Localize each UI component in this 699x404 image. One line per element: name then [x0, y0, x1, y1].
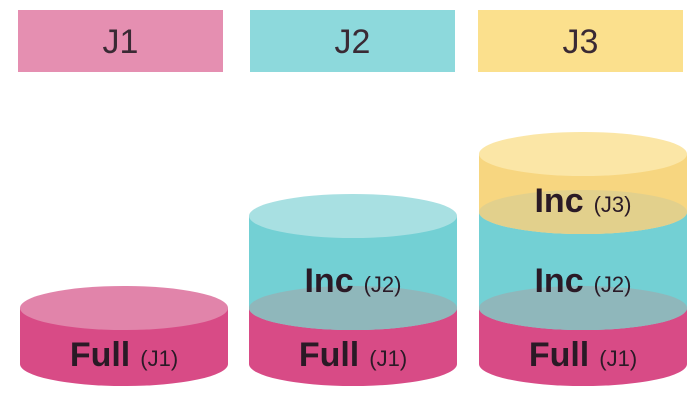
layer-main-text: Full: [529, 336, 589, 374]
header-j1: J1: [18, 10, 223, 72]
layer-sub-text: (J1): [140, 346, 178, 371]
layer-sub-text: (J1): [369, 346, 407, 371]
stack-j2: Inc (J2) Full (J1): [249, 194, 457, 386]
cylinder-side: [249, 308, 457, 386]
header-j1-box: [18, 10, 223, 72]
header-j3-label: J3: [563, 23, 599, 61]
overlap-band: [249, 286, 457, 330]
header-j3-box: [478, 10, 683, 72]
header-j2-label: J2: [335, 23, 371, 61]
cylinder-top: [20, 286, 228, 330]
layer-main-text: Inc: [304, 262, 353, 300]
layer-label: Full (J1): [70, 336, 178, 374]
layer-sub-text: (J2): [364, 272, 402, 297]
overlap-band: [479, 286, 687, 330]
header-j2-box: [250, 10, 455, 72]
cylinder-top: [249, 194, 457, 238]
header-j1-label: J1: [103, 23, 139, 61]
header-j3: J3: [478, 10, 683, 72]
layer-label: Full (J1): [529, 336, 637, 374]
cylinder-side: [20, 308, 228, 386]
layer-label: Inc (J2): [304, 262, 401, 300]
cylinder-side: [479, 308, 687, 386]
overlap-band: [479, 190, 687, 234]
header-j2: J2: [250, 10, 455, 72]
layer-main-text: Full: [299, 336, 359, 374]
layer-main-text: Inc: [534, 262, 583, 300]
layer-sub-text: (J2): [594, 272, 632, 297]
stack-j1: Full (J1): [20, 286, 228, 386]
layer-label: Inc (J3): [534, 182, 631, 220]
stack-j3: Inc (J3) Inc (J2) Full (J1): [479, 132, 687, 386]
cylinder-top: [479, 132, 687, 176]
layer-main-text: Inc: [534, 182, 583, 220]
layer-main-text: Full: [70, 336, 130, 374]
cylinder-inc-j2: Inc (J2): [249, 194, 457, 330]
layer-label: Full (J1): [299, 336, 407, 374]
layer-sub-text: (J1): [599, 346, 637, 371]
cylinder-full-j1: Full (J1): [20, 286, 228, 386]
layer-sub-text: (J3): [594, 192, 632, 217]
cylinder-inc-j3: Inc (J3): [479, 132, 687, 234]
layer-label: Inc (J2): [534, 262, 631, 300]
